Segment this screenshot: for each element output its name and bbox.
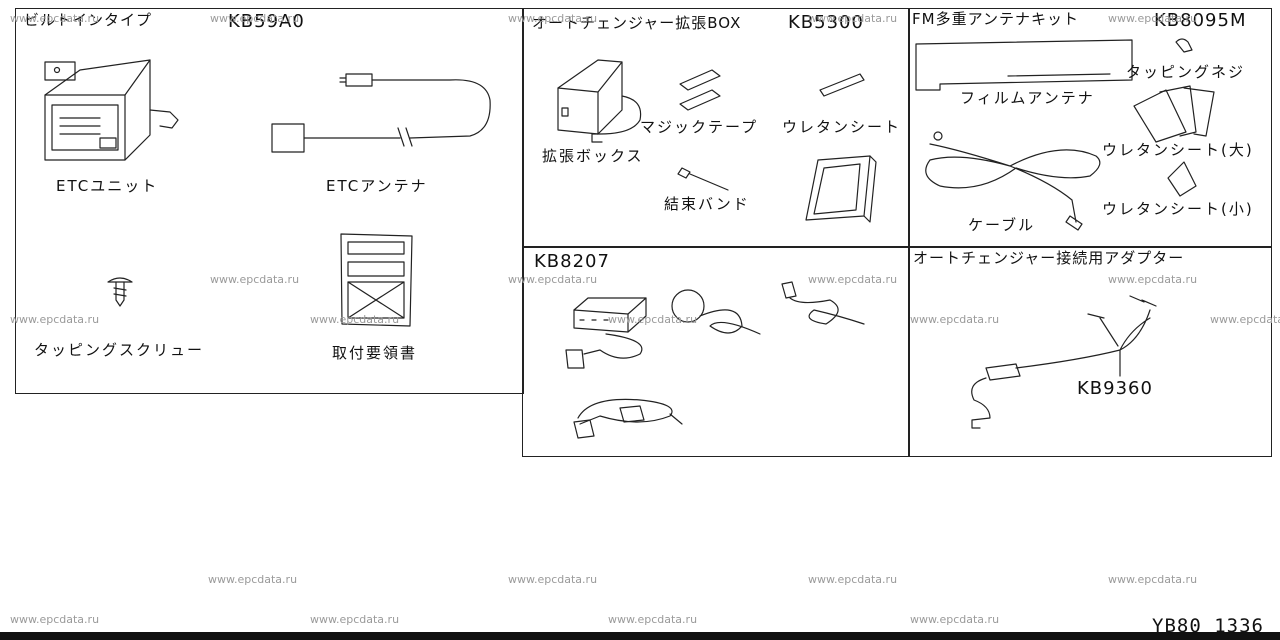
- fm-antenna-kit-title: FM多重アンテナキット: [912, 10, 1079, 28]
- watermark: www.epcdata.ru: [208, 573, 298, 586]
- watermark: www.epcdata.ru: [910, 613, 1000, 626]
- kb8207-code: KB8207: [534, 251, 610, 272]
- cable-tie-label: 結束バンド: [664, 195, 750, 213]
- watermark: www.epcdata.ru: [1108, 573, 1198, 586]
- watermark: www.epcdata.ru: [10, 12, 100, 25]
- watermark: www.epcdata.ru: [210, 273, 300, 286]
- watermark: www.epcdata.ru: [310, 613, 400, 626]
- expansion-box-label: 拡張ボックス: [542, 147, 644, 165]
- velcro-tape-label: マジックテープ: [640, 118, 759, 136]
- fm-screw-drawing: [1175, 38, 1193, 53]
- watermark: www.epcdata.ru: [808, 12, 898, 25]
- panel-adapter: [908, 246, 1272, 457]
- watermark: www.epcdata.ru: [808, 573, 898, 586]
- manual-label: 取付要領書: [332, 344, 418, 362]
- auto-changer-box-title: オートチェンジャー拡張BOX: [532, 14, 742, 32]
- watermark: www.epcdata.ru: [508, 273, 598, 286]
- watermark: www.epcdata.ru: [910, 313, 1000, 326]
- urethane-strip-drawing: [819, 73, 865, 97]
- etc-unit-label: ETCユニット: [56, 177, 159, 195]
- cable-label: ケーブル: [968, 216, 1036, 234]
- watermark: www.epcdata.ru: [1108, 12, 1198, 25]
- urethane-small-label: ウレタンシート(小): [1102, 200, 1254, 218]
- builtin-title: ビルトインタイプ: [24, 11, 153, 29]
- bottom-bar: [0, 632, 1280, 640]
- watermark: www.epcdata.ru: [608, 613, 698, 626]
- watermark: www.epcdata.ru: [508, 12, 598, 25]
- fm-cable-drawing: [925, 131, 1101, 231]
- fm-tapping-screw-label: タッピングネジ: [1126, 63, 1246, 81]
- panel-auto-changer-box: [522, 8, 910, 248]
- watermark: www.epcdata.ru: [1210, 313, 1280, 326]
- watermark: www.epcdata.ru: [1108, 273, 1198, 286]
- auto-changer-box-code: KB5300: [788, 12, 864, 33]
- tapping-screw-label: タッピングスクリュー: [34, 341, 205, 359]
- tapping-screw-drawing: [107, 277, 133, 307]
- expansion-box-drawing: [557, 59, 642, 143]
- film-antenna-drawing: [915, 39, 1133, 91]
- kb8207-drawing: [565, 281, 865, 439]
- urethane-large-drawing: [1133, 85, 1215, 143]
- adapter-title: オートチェンジャー接続用アダプター: [913, 249, 1185, 267]
- watermark: www.epcdata.ru: [508, 573, 598, 586]
- watermark: www.epcdata.ru: [310, 313, 400, 326]
- panel-builtin: [15, 8, 524, 394]
- watermark: www.epcdata.ru: [10, 613, 100, 626]
- velcro-tape-drawing: [679, 69, 721, 111]
- diagram-code: YB80 1336: [1152, 615, 1264, 637]
- watermark: www.epcdata.ru: [10, 313, 100, 326]
- panel-fm-antenna-kit: [908, 8, 1272, 248]
- etc-antenna-drawing: [271, 73, 491, 153]
- etc-antenna-label: ETCアンテナ: [326, 177, 428, 195]
- urethane-sheet-label: ウレタンシート: [782, 118, 902, 136]
- panel-kb8207: [522, 246, 910, 457]
- etc-unit-drawing: [44, 59, 179, 161]
- adapter-drawing: [971, 295, 1157, 429]
- urethane-large-label: ウレタンシート(大): [1102, 141, 1254, 159]
- watermark: www.epcdata.ru: [808, 273, 898, 286]
- manual-drawing: [340, 233, 413, 327]
- film-antenna-label: フィルムアンテナ: [960, 89, 1095, 107]
- urethane-small-drawing: [1167, 161, 1197, 197]
- watermark: www.epcdata.ru: [210, 12, 300, 25]
- cable-tie-drawing: [677, 167, 729, 191]
- urethane-pad-drawing: [805, 155, 877, 223]
- builtin-code: KB59A0: [228, 11, 305, 32]
- fm-antenna-kit-code: KB8095M: [1154, 10, 1247, 31]
- watermark: www.epcdata.ru: [608, 313, 698, 326]
- adapter-code: KB9360: [1077, 378, 1153, 399]
